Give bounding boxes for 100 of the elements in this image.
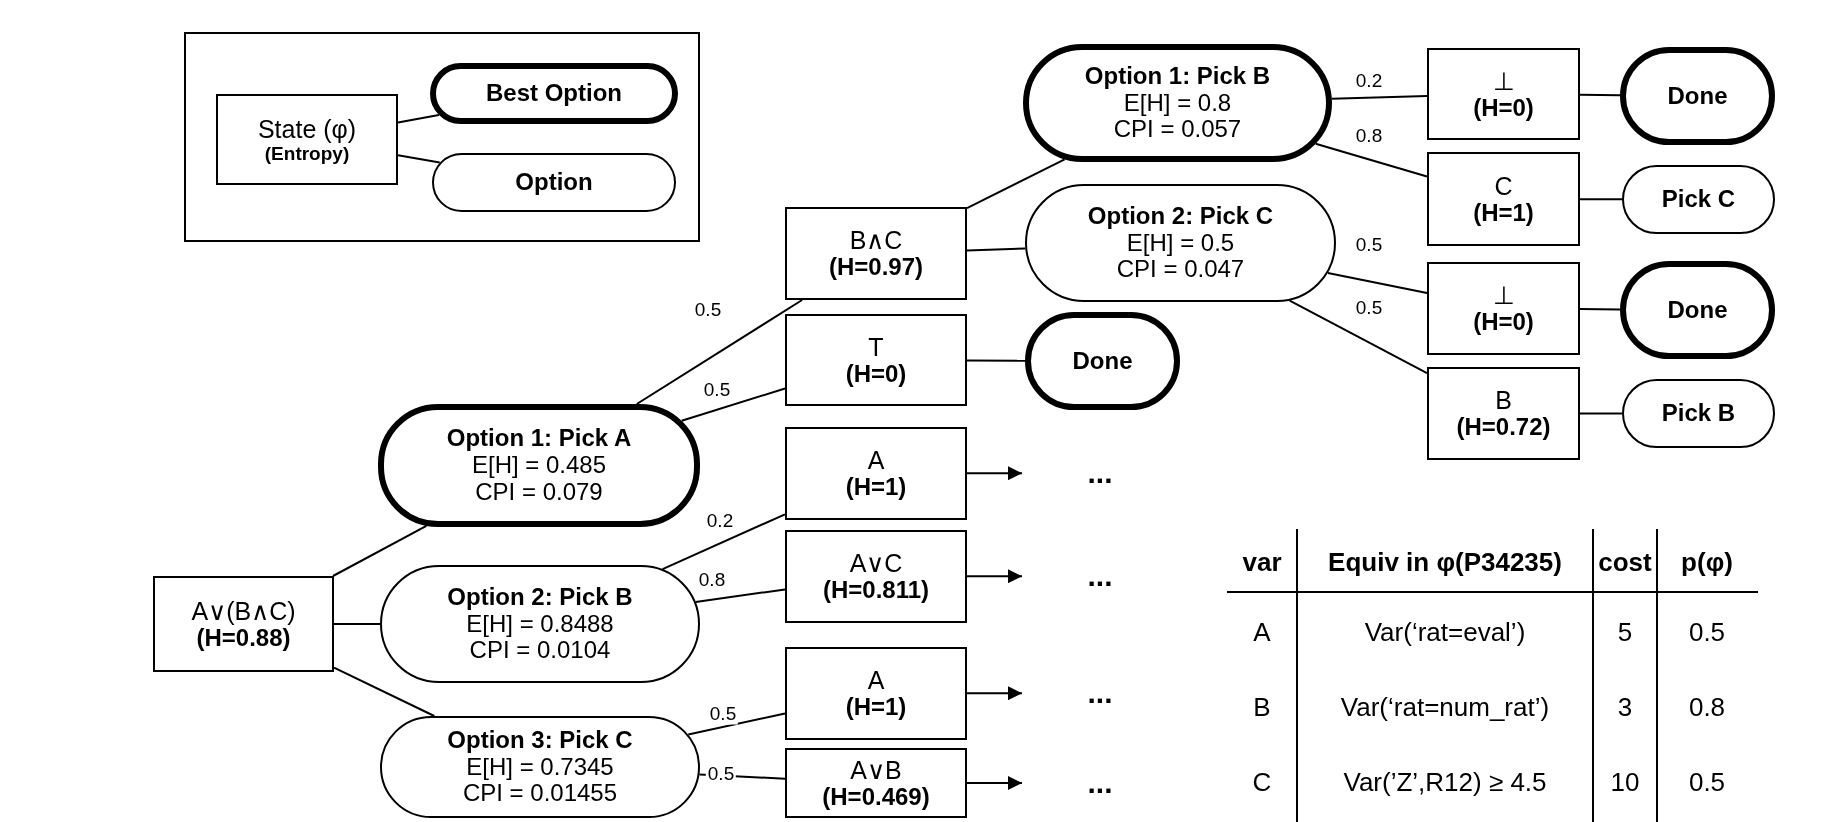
table-cell: C [1252, 766, 1272, 798]
node-text: CPI = 0.057 [1113, 116, 1242, 144]
connector-line [661, 513, 786, 571]
node-text: CPI = 0.01455 [462, 780, 618, 808]
node-text: (H=0.469) [822, 783, 930, 811]
state-box [1427, 48, 1580, 140]
node-title: ⊥ [1492, 281, 1515, 310]
table-cell: Var(’Z’,R12) ≥ 4.5 [1343, 766, 1547, 798]
table-cell: 0.5 [1688, 766, 1726, 798]
node-text: E[H] = 0.485 [471, 452, 607, 479]
table-cell: 10 [1610, 766, 1640, 798]
node-title: A∨C [849, 549, 903, 578]
node-title: T [868, 332, 884, 361]
node-text: (H=0) [1473, 94, 1534, 122]
table-cell: 5 [1617, 616, 1633, 648]
connector-line [694, 588, 786, 603]
ellipsis: ... [1087, 559, 1113, 593]
connector-line [1579, 308, 1621, 311]
state-box [785, 530, 967, 623]
connector-line [966, 158, 1066, 210]
connector-line [333, 623, 381, 625]
state-box [785, 207, 967, 300]
node-title: A [867, 666, 885, 695]
state-box [785, 427, 967, 520]
node-text: CPI = 0.0104 [469, 637, 611, 665]
state-box [785, 647, 967, 740]
ellipsis: ... [1087, 766, 1113, 800]
node-text: (H=0.97) [828, 254, 923, 281]
arrow [966, 776, 1023, 790]
table-cell: 0.5 [1688, 616, 1726, 648]
node-title: C [1494, 171, 1513, 200]
connector-line [966, 247, 1027, 252]
node-text: (H=0) [845, 360, 907, 388]
state-box [1427, 152, 1580, 246]
connector-line [1326, 271, 1428, 294]
node-title: Option 1: Pick A [446, 425, 632, 453]
node-text: (H=0.88) [196, 624, 291, 652]
node-title: Done [1667, 82, 1728, 110]
table-header: Equiv in φ(P34235) [1328, 546, 1562, 578]
node-title: Pick C [1661, 186, 1736, 213]
arrow [966, 466, 1023, 481]
node-text: (H=1) [845, 474, 907, 501]
node-title: Done [1667, 296, 1728, 324]
connector-line [333, 666, 436, 717]
state-box [1427, 262, 1580, 355]
node-title: Option 3: Pick C [447, 726, 633, 754]
node-title: Option 2: Pick B [447, 583, 633, 611]
node-title: Option 1: Pick B [1084, 62, 1271, 90]
node-title: B [1495, 386, 1512, 415]
connector-line [1579, 198, 1623, 201]
connector-line [397, 154, 441, 164]
connector-line [687, 712, 786, 736]
connector-line [1579, 412, 1623, 415]
node-title: Option [515, 169, 593, 196]
connector-line [1330, 95, 1428, 100]
node-text: E[H] = 0.8488 [466, 610, 614, 638]
node-text: (H=1) [1473, 199, 1534, 227]
table-cell: Var(‘rat=num_rat’) [1340, 691, 1550, 723]
connector-line [680, 387, 786, 422]
node-title: ⊥ [1492, 66, 1515, 95]
state-box [785, 748, 967, 818]
ellipsis: ... [1087, 456, 1113, 490]
node-title: Option 2: Pick C [1087, 202, 1274, 230]
table-cell: Var(‘rat=eval’) [1364, 616, 1526, 648]
node-title: State (φ) [257, 114, 357, 143]
state-box [1427, 367, 1580, 460]
connector-line [635, 299, 804, 405]
node-title: A∨(B∧C) [191, 596, 296, 625]
state-box [153, 576, 334, 672]
legend-frame [184, 32, 700, 242]
node-text: (H=0.72) [1456, 414, 1551, 441]
table-header: p(φ) [1681, 546, 1733, 578]
arrow [966, 686, 1023, 701]
node-text: CPI = 0.079 [475, 478, 603, 506]
node-text: (H=1) [845, 694, 907, 721]
ellipsis: ... [1087, 676, 1113, 710]
node-title: A [867, 446, 885, 475]
connector-line [332, 524, 428, 577]
connector-line [397, 114, 440, 124]
table-header: var [1242, 546, 1282, 578]
table-cell: A [1253, 616, 1271, 648]
node-text: E[H] = 0.8 [1123, 89, 1232, 117]
connector-line [1579, 93, 1621, 97]
connector-line [966, 359, 1026, 362]
table-header: cost [1598, 546, 1652, 578]
best-option-pill [430, 63, 678, 124]
node-title: B∧C [849, 226, 903, 255]
table-cell: 3 [1617, 691, 1633, 723]
node-text: (H=0) [1473, 309, 1534, 336]
table-cell: 0.8 [1688, 691, 1726, 723]
connector-line [1288, 299, 1428, 375]
node-text: E[H] = 0.5 [1126, 229, 1235, 257]
arrow [966, 569, 1023, 584]
state-box [785, 314, 967, 406]
node-text: (Entropy) [264, 142, 350, 165]
connector-line [1314, 142, 1428, 178]
node-text: (H=0.811) [822, 577, 930, 604]
state-box [216, 94, 398, 185]
node-title: Done [1072, 347, 1133, 375]
option-pill [432, 153, 676, 212]
